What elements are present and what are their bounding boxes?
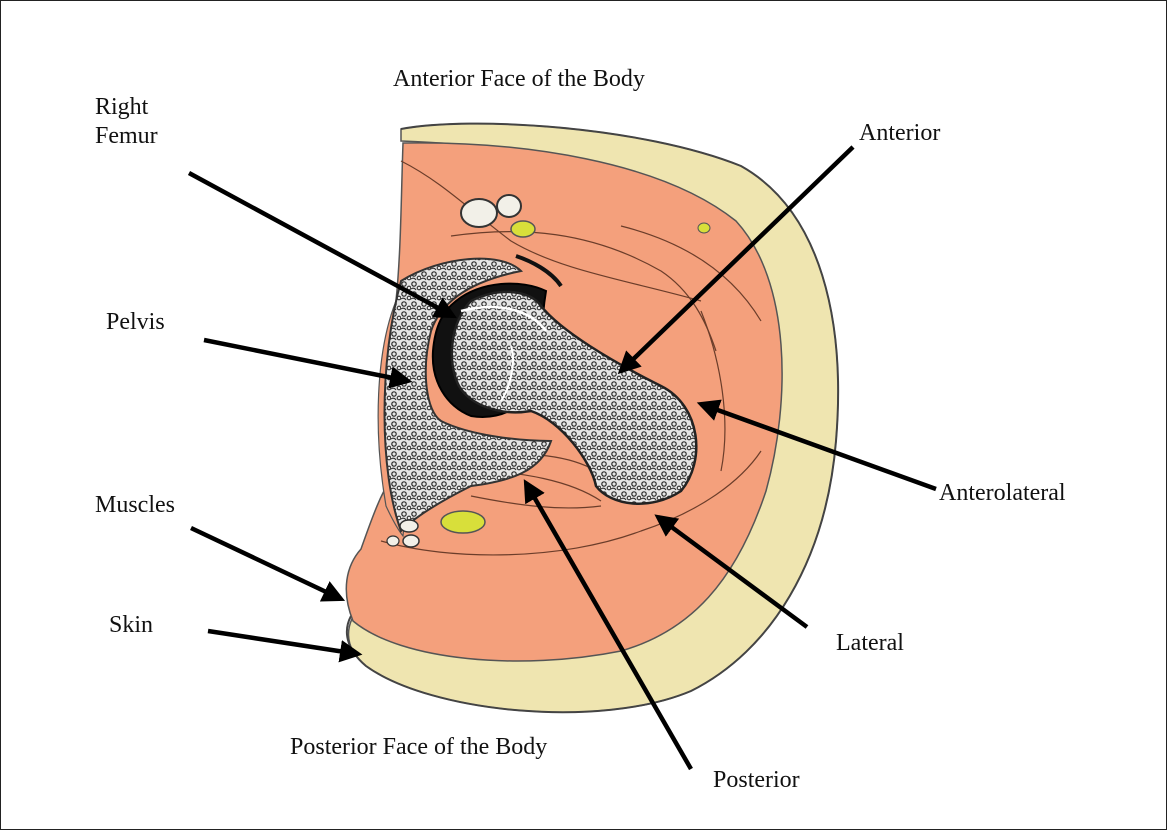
small-nerve <box>698 223 710 233</box>
femoral-vessel-1 <box>461 199 497 227</box>
femoral-vessel-2 <box>497 195 521 217</box>
pelvis-label: Pelvis <box>106 308 165 337</box>
lateral-label: Lateral <box>836 629 904 658</box>
anterior-face-label: Anterior Face of the Body <box>393 65 645 94</box>
muscles-label: Muscles <box>95 491 175 520</box>
right-femur-label: Right Femur <box>95 93 215 151</box>
posterior-label: Posterior <box>713 766 800 795</box>
anterolateral-label: Anterolateral <box>939 479 1066 508</box>
femoral-nerve <box>511 221 535 237</box>
anterior-label: Anterior <box>859 119 940 148</box>
arrow-pelvis <box>204 340 408 381</box>
skin-label: Skin <box>109 611 153 640</box>
posterior-face-label: Posterior Face of the Body <box>290 733 547 762</box>
arrow-skin <box>208 631 358 654</box>
sciatic-nerve <box>441 511 485 533</box>
arrow-muscles <box>191 528 341 599</box>
